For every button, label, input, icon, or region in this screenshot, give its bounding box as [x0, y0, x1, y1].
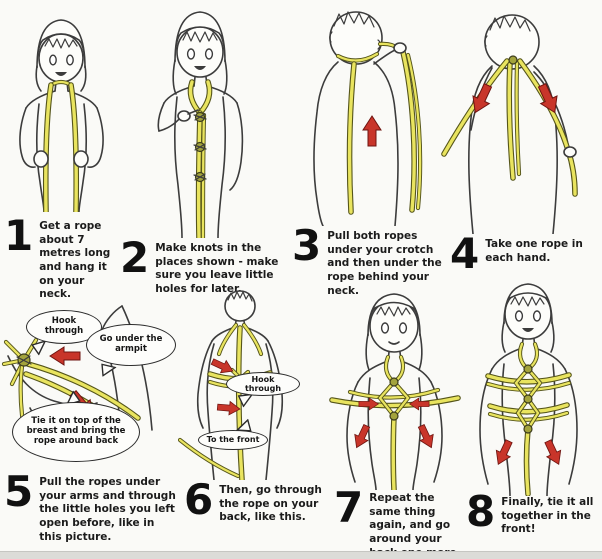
- figure-outline: [313, 11, 399, 226]
- pointing-hand: [177, 109, 199, 122]
- step-4-number: 4: [450, 229, 479, 278]
- step-4-panel: 4 Take one rope in each hand.: [440, 2, 602, 284]
- speech-bubble-hook-through: Hook through: [26, 310, 102, 344]
- figure-outline: [19, 19, 104, 212]
- red-arrow-down-left: [490, 437, 517, 468]
- figure-outline: [346, 293, 443, 490]
- speech-bubble-go-under-armpit: Go under the armpit: [86, 324, 176, 366]
- step-5-caption: Pull the ropes under your arms and throu…: [39, 476, 176, 543]
- step-5-panel: Hook through Go under the armpit Tie it …: [0, 298, 178, 556]
- rope: [329, 354, 461, 490]
- step-7-number: 7: [334, 483, 363, 532]
- rope: [335, 41, 423, 215]
- red-arrow-left: [49, 346, 81, 366]
- red-arrow-down-right: [540, 437, 567, 468]
- step-4-illustration: [441, 14, 578, 234]
- step-7-illustration: [329, 293, 461, 490]
- figure-outline: [196, 290, 284, 480]
- bottom-edge-bar: [0, 551, 602, 559]
- step-6-number: 6: [184, 475, 213, 524]
- step-3-illustration: [313, 11, 423, 226]
- step-8-caption: Finally, tie it all together in the fron…: [501, 496, 594, 536]
- step-8-illustration: [479, 283, 578, 496]
- rope: [42, 79, 80, 212]
- red-arrow-up: [362, 115, 382, 147]
- figure-outline: [157, 11, 244, 238]
- step-5-number: 5: [4, 467, 33, 516]
- step-7-panel: 7 Repeat the same thing again, and go ar…: [328, 284, 462, 559]
- step-8-panel: 8 Finally, tie it all together in the fr…: [458, 278, 602, 558]
- step-2-panel: 2 Make knots in the places shown - make …: [114, 0, 284, 295]
- step-6-panel: Hook through To the front 6 Then, go thr…: [178, 288, 330, 554]
- step-2-number: 2: [120, 233, 149, 282]
- rope-knots: [193, 111, 207, 183]
- rope: [178, 322, 273, 480]
- red-arrow-down-right: [414, 422, 439, 452]
- step-1-number: 1: [4, 211, 33, 260]
- hand: [73, 150, 89, 168]
- step-6-caption: Then, go through the rope on your back, …: [219, 484, 322, 524]
- step-2-caption: Make knots in the places shown - make su…: [155, 242, 279, 295]
- step-3-panel: 3 Pull both ropes under your crotch and …: [284, 0, 444, 297]
- step-7-caption: Repeat the same thing again, and go arou…: [369, 492, 456, 559]
- step-1-panel: 1 Get a rope about 7 metres long and han…: [0, 6, 116, 300]
- red-arrow-left: [409, 397, 430, 411]
- step-2-illustration: [157, 11, 244, 238]
- step-1-caption: Get a rope about 7 metres long and hang …: [39, 220, 111, 301]
- hand: [33, 150, 49, 168]
- hand: [393, 42, 407, 54]
- step-8-number: 8: [466, 487, 495, 536]
- step-1-illustration: [19, 19, 104, 212]
- step-3-caption: Pull both ropes under your crotch and th…: [327, 230, 442, 297]
- hand: [563, 146, 577, 158]
- step-3-number: 3: [292, 221, 321, 270]
- speech-bubble-to-the-front: To the front: [198, 430, 268, 450]
- rope: [485, 341, 572, 496]
- step-4-caption: Take one rope in each hand.: [485, 238, 583, 264]
- rope: [187, 79, 213, 238]
- speech-bubble-hook-through: Hook through: [226, 372, 300, 396]
- speech-bubble-tie-on-breast: Tie it on top of the breast and bring th…: [12, 402, 140, 462]
